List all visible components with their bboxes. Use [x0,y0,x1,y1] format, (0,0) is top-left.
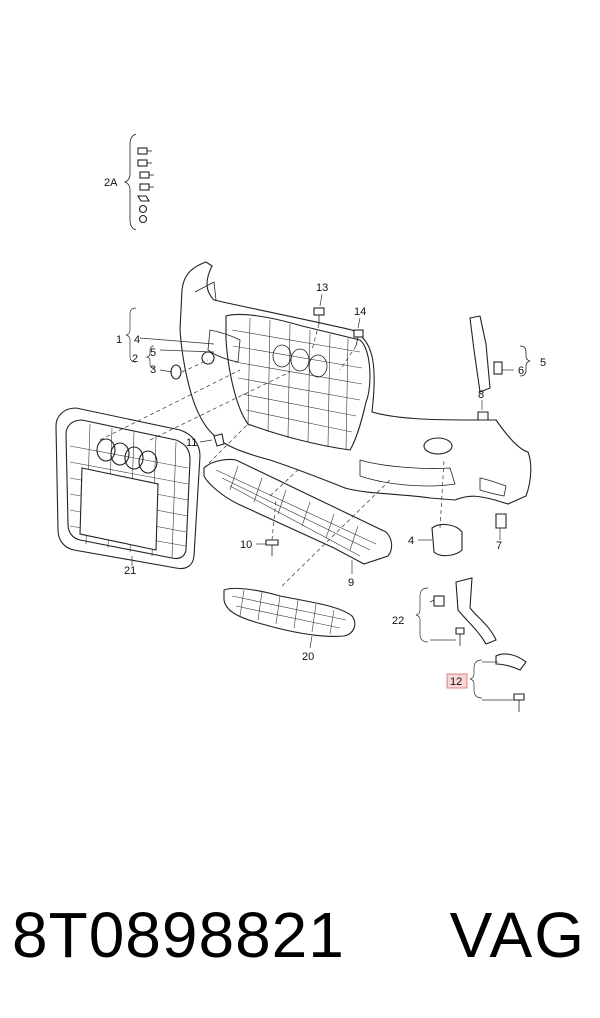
callout-4: 4 [134,334,140,346]
callout-6: 6 [518,365,524,377]
four-rings-emblem [96,438,158,474]
clip-icon [477,411,489,421]
brand-name: VAG [449,899,586,971]
screw-icon [313,307,325,324]
fog-lamp-cover [431,523,463,557]
callout-10: 10 [240,539,252,551]
screw-icon [353,329,364,347]
fastener-kit-2a [123,133,154,231]
callout-3: 3 [150,364,156,376]
lower-bracket [495,653,527,712]
side-bracket [433,577,497,646]
callout-2: 2 [132,353,138,365]
exploded-parts-diagram: 2A 13 14 1 4 5 2 3 5 6 8 11 10 4 7 21 9 … [55,133,546,712]
callout-1: 1 [116,334,122,346]
callout-11: 11 [186,437,197,449]
bolt-icon [137,147,154,224]
part-footer: 8T0898821 VAG [0,880,600,990]
callout-5: 5 [150,347,156,359]
bumper-cover [179,261,532,505]
plug-icon [170,364,182,380]
callout-4-right: 4 [408,535,414,547]
part-number: 8T0898821 [12,899,345,971]
screw-icon [265,539,279,556]
callout-13: 13 [316,282,328,294]
callout-8: 8 [478,389,484,401]
mounting-bracket [469,315,531,393]
radiator-grille [55,407,201,570]
callout-21: 21 [124,565,136,577]
fog-lamp-grille [223,587,356,637]
callout-2a: 2A [104,177,118,189]
clip-icon [213,433,225,447]
callout-9: 9 [348,577,354,589]
callout-14: 14 [354,306,366,318]
lower-air-guide [203,458,393,565]
callout-7: 7 [496,540,502,552]
callout-5-right: 5 [540,357,546,369]
callout-20: 20 [302,651,314,663]
clip-icon [495,513,507,529]
callout-12: 12 [450,676,462,688]
callout-22: 22 [392,615,404,627]
